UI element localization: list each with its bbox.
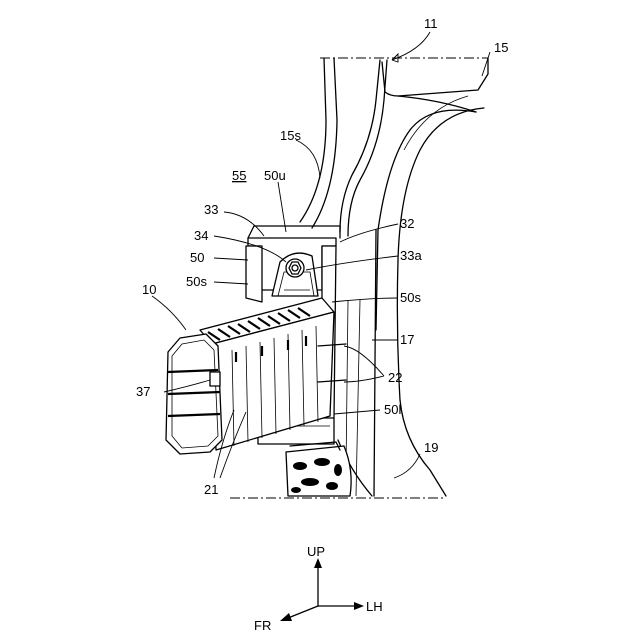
lh-arrow-icon: [354, 602, 364, 610]
label-50u: 50u: [264, 168, 286, 183]
lower-lattice: [286, 442, 351, 496]
fr-arrow-line: [288, 606, 318, 618]
label-50s-left: 50s: [186, 274, 207, 289]
label-21: 21: [204, 482, 218, 497]
up-arrow-icon: [314, 558, 322, 568]
label-15: 15: [494, 40, 508, 55]
label-37: 37: [136, 384, 150, 399]
label-15s: 15s: [280, 128, 301, 143]
label-50: 50: [190, 250, 204, 265]
label-55: 55: [232, 168, 246, 183]
label-34: 34: [194, 228, 208, 243]
label-33: 33: [204, 202, 218, 217]
label-11: 11: [424, 16, 438, 31]
axis-label-up: UP: [307, 544, 325, 559]
label-19: 19: [424, 440, 438, 455]
label-22: 22: [388, 370, 402, 385]
fr-arrow-icon: [280, 613, 292, 621]
orientation-axes: UP LH FR: [254, 544, 383, 633]
label-10: 10: [142, 282, 156, 297]
label-17: 17: [400, 332, 414, 347]
label-33a: 33a: [400, 248, 422, 263]
label-50s-right: 50s: [400, 290, 421, 305]
label-50l: 50l: [384, 402, 401, 417]
axis-label-lh: LH: [366, 599, 383, 614]
label-32: 32: [400, 216, 414, 231]
axis-label-fr: FR: [254, 618, 271, 633]
